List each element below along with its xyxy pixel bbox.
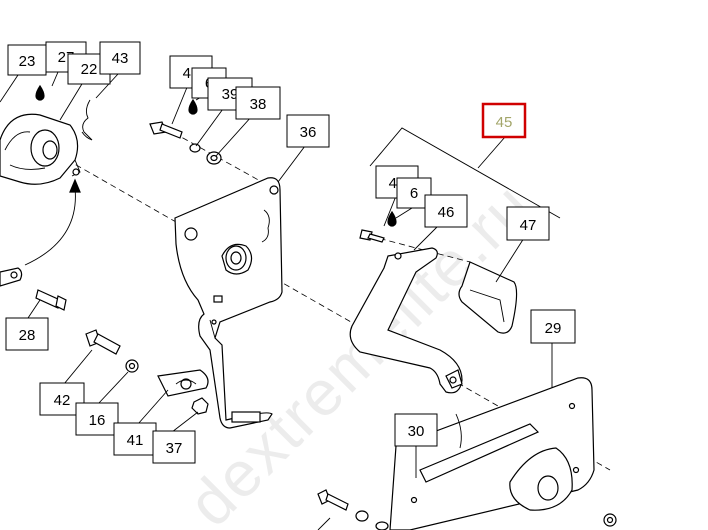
svg-text:37: 37: [166, 440, 183, 457]
svg-text:29: 29: [545, 320, 562, 337]
callout-41[interactable]: 41: [113, 422, 157, 456]
callout-46[interactable]: 46: [424, 194, 468, 228]
part-lever-arm: [349, 247, 463, 394]
callout-38[interactable]: 38: [235, 86, 281, 120]
part-mounting-plate: [174, 177, 283, 429]
part-bolt-42: [85, 329, 121, 355]
grease-drop-icon: [387, 210, 397, 227]
part-spring: [81, 99, 93, 141]
svg-text:47: 47: [520, 217, 537, 234]
part-clip-41: [157, 369, 209, 397]
svg-text:22: 22: [81, 61, 98, 78]
part-bolt-bottom-right: [603, 513, 617, 527]
callout-30[interactable]: 30: [394, 413, 438, 447]
direction-arrow: [24, 187, 76, 266]
svg-text:43: 43: [112, 50, 129, 67]
callout-36[interactable]: 36: [286, 114, 330, 148]
part-handle-grip: [458, 261, 518, 334]
part-link-plate: [0, 267, 23, 287]
part-washer-16: [125, 359, 139, 373]
callout-45-highlighted[interactable]: 45: [481, 102, 527, 139]
axis-line-bracket: [369, 235, 471, 263]
arrow-head-icon: [69, 178, 81, 193]
svg-text:30: 30: [408, 423, 425, 440]
group-bracket-45: [369, 127, 561, 219]
svg-text:38: 38: [250, 96, 267, 113]
callout-43[interactable]: 43: [99, 41, 141, 75]
insert-arrow: [455, 413, 462, 449]
svg-text:36: 36: [300, 124, 317, 141]
callout-23[interactable]: 23: [7, 44, 47, 76]
part-screw-48: [359, 229, 385, 243]
svg-text:6: 6: [410, 185, 418, 202]
axis-line-upper: [164, 127, 281, 193]
leader-45: [477, 136, 506, 169]
callout-47[interactable]: 47: [506, 206, 550, 241]
svg-text:39: 39: [222, 86, 239, 103]
part-side-panel: [389, 377, 595, 530]
part-bolt-bottom: [317, 489, 389, 530]
svg-text:23: 23: [19, 53, 36, 70]
svg-text:41: 41: [127, 432, 144, 449]
svg-text:42: 42: [54, 392, 71, 409]
grease-drop-icon: [35, 84, 45, 101]
svg-text:16: 16: [89, 412, 106, 429]
callout-37[interactable]: 37: [152, 430, 196, 464]
svg-text:45: 45: [496, 114, 513, 131]
callout-29[interactable]: 29: [530, 309, 576, 344]
part-bolt-40: [149, 121, 222, 165]
part-bolt-28: [35, 289, 67, 311]
callout-16[interactable]: 16: [75, 402, 119, 436]
callout-28[interactable]: 28: [5, 317, 49, 351]
svg-text:46: 46: [438, 204, 455, 221]
grease-drop-icon: [188, 98, 198, 115]
part-pulley-housing: [0, 113, 81, 185]
part-nut-37: [191, 397, 209, 415]
svg-text:28: 28: [19, 327, 36, 344]
